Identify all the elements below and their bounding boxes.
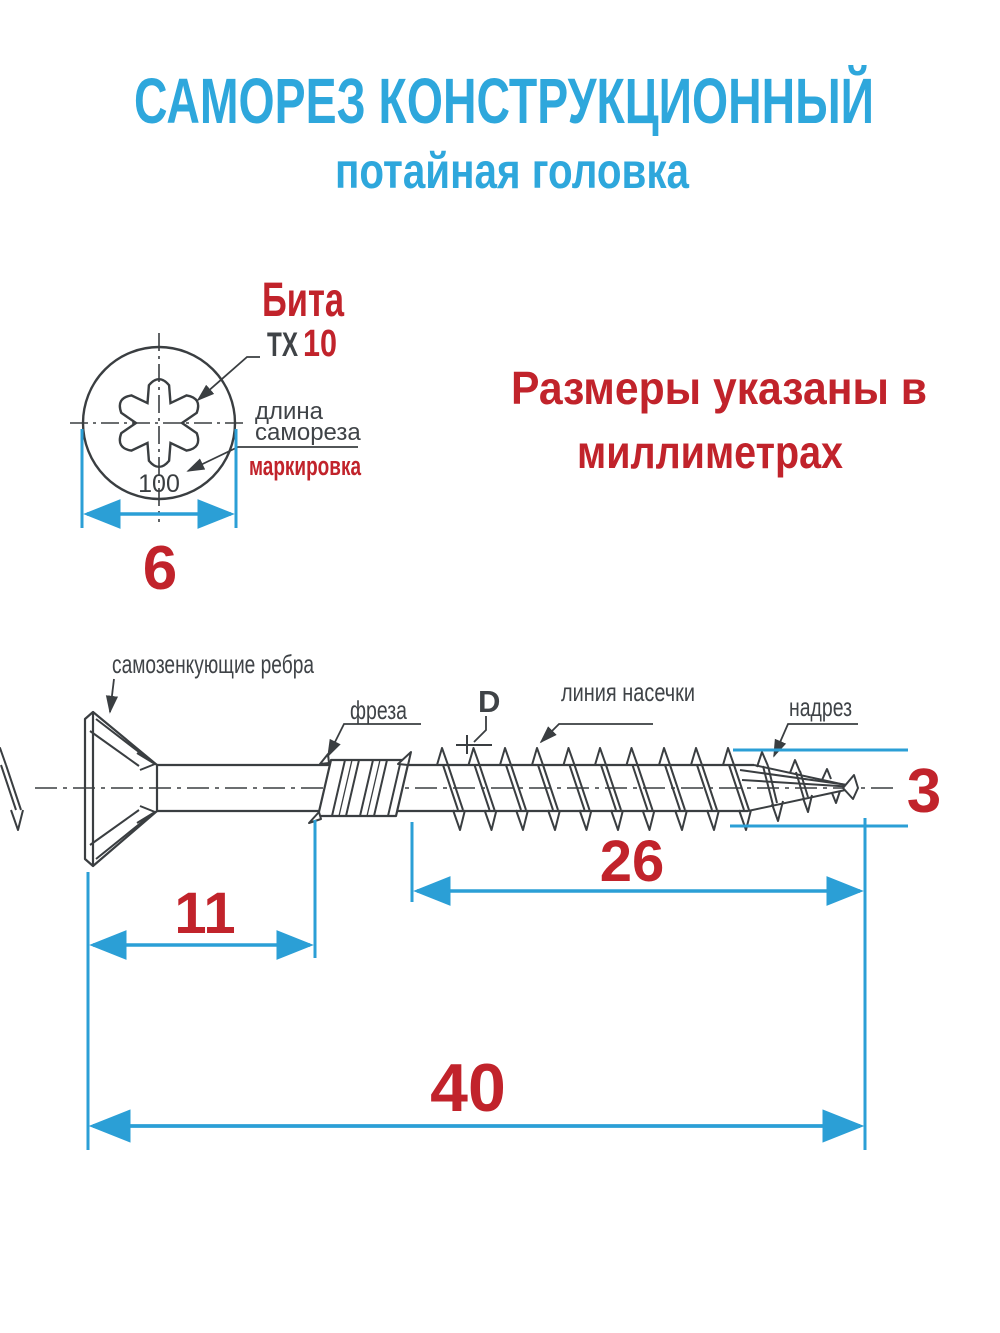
cut-label: надрез [789,692,852,722]
page-subtitle: потайная головка [335,143,690,199]
head-cone-outline [92,711,159,867]
dimensions [86,748,908,1150]
marking-leader-line [186,446,358,472]
length-label-line2: самореза [255,419,361,446]
ribs-label: самозенкующие ребра [112,649,314,679]
screw-side-view [0,710,895,868]
dim-total-value: 40 [430,1050,506,1126]
ribs-leader-line [105,678,119,714]
mill-section [308,751,412,824]
mill-spike-top-left [319,753,330,765]
tip-point [842,774,859,800]
marking-label: маркировка [249,451,362,481]
head-top-view [70,333,248,522]
notch-label: линия насечки [561,677,695,707]
thread-first-tooth [436,747,466,831]
head-rib-upper-2 [89,730,140,767]
dim-head-diameter: 6 [80,429,238,603]
mill-leader-line [327,723,421,758]
dim-thread-value: 26 [600,829,665,894]
head-face-edge [83,710,95,868]
head-rib-upper-1 [95,718,153,763]
head-rib-lower-2 [89,809,140,846]
cut-leader-line [773,723,858,758]
dim-head-diameter-value: 6 [143,534,177,603]
units-note: Размеры указаны в миллиметрах [511,362,927,478]
head-rib-lower-1 [95,813,153,860]
units-note-line1: Размеры указаны в [511,362,927,414]
marking-value: 100 [138,470,180,498]
bit-type: TX [267,326,298,364]
mill-spike-top-right [397,751,412,766]
head-rib-upper-tip [136,752,156,771]
bit-leader-line [196,356,260,402]
dim-tip-value: 3 [907,757,941,826]
dim-grip-value: 11 [174,881,235,946]
dimension-values: 3 26 11 40 [174,757,941,1126]
bit-label: Бита [262,274,344,327]
screw-tip [739,751,859,822]
notch-leader-line [539,723,653,744]
units-note-line2: миллиметрах [577,426,843,478]
length-label-line1: длина [255,398,324,425]
mill-label: фреза [350,695,407,725]
callouts: самозенкующие ребра фреза D линия насечк… [105,649,858,758]
bit-size: 10 [303,323,337,365]
thread [0,747,752,831]
title-block: САМОРЕЗ КОНСТРУКЦИОННЫЙ потайная головка [134,64,874,199]
marking-callout: длина самореза маркировка [186,398,362,481]
diameter-leader-line [473,716,487,743]
diameter-label: D [478,684,500,719]
head-rib-lower-tip [136,805,156,824]
bit-callout: Бита TX 10 [196,274,344,402]
page-title: САМОРЕЗ КОНСТРУКЦИОННЫЙ [134,64,874,137]
